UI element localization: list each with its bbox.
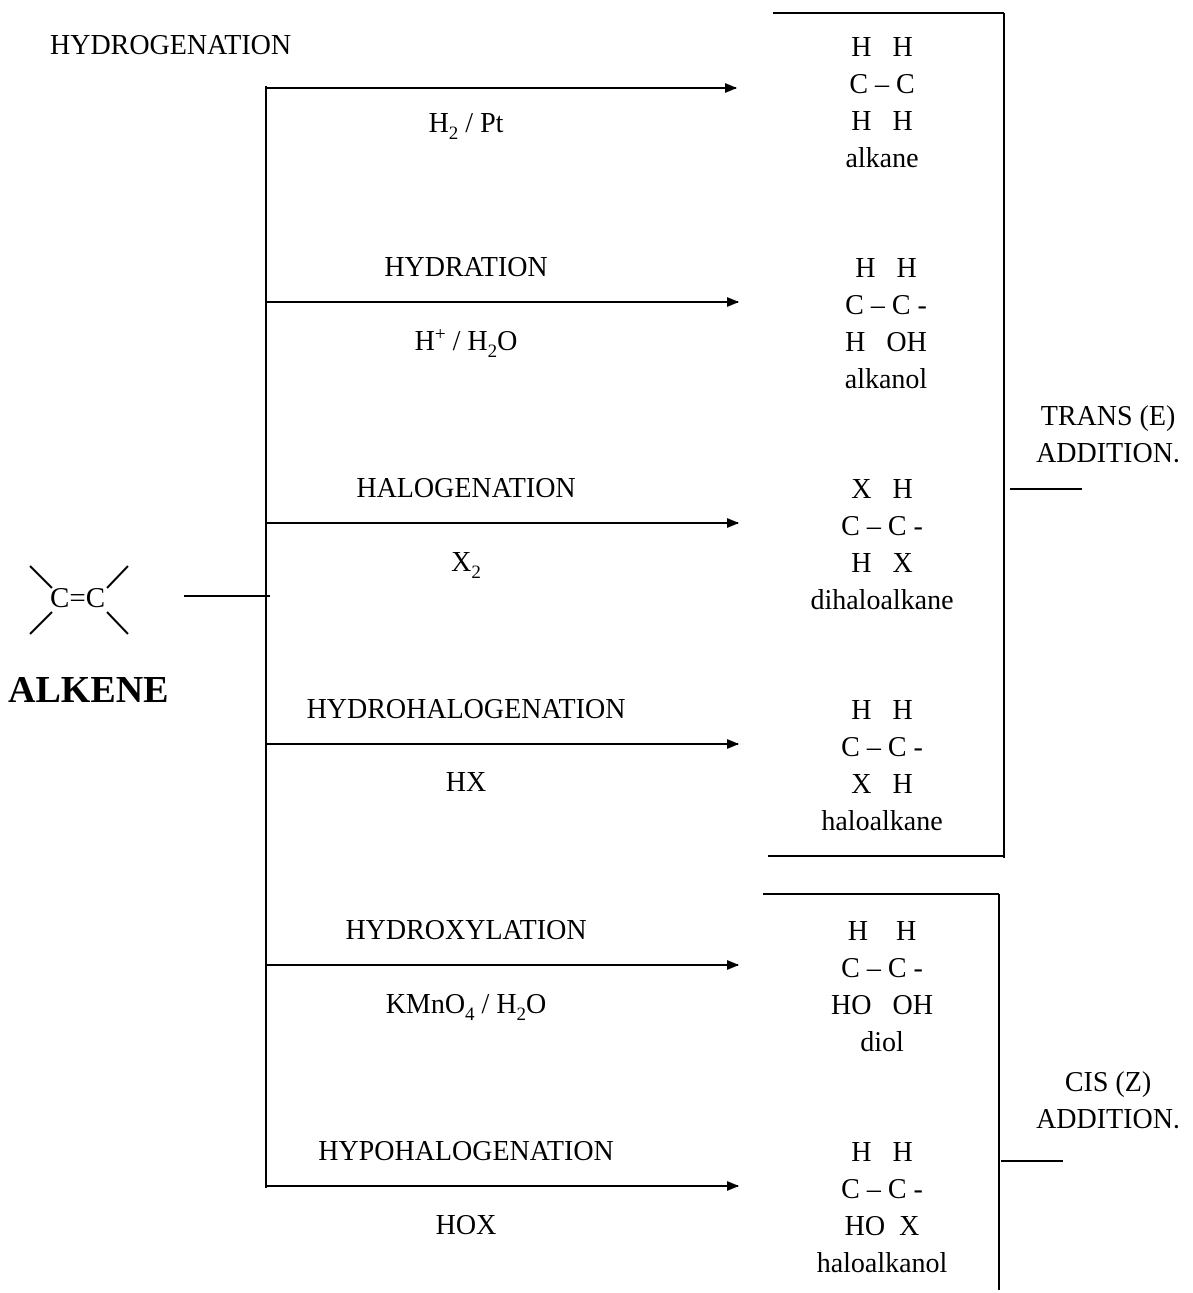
product-name: alkanol	[844, 364, 928, 395]
trans-label-line2: ADDITION.	[1036, 438, 1180, 469]
reagent-text: H	[428, 108, 449, 139]
reagent-text: O	[497, 326, 518, 357]
reagent-text: / H	[474, 989, 517, 1020]
alkene-formula: C=C	[50, 582, 106, 614]
reagent-text: H	[414, 326, 435, 357]
product-name: haloalkanol	[816, 1248, 948, 1279]
product-middle-row: C – C -	[841, 511, 923, 542]
product-bottom-row: H H	[851, 106, 913, 137]
reagent-hypohalogenation: HOX	[266, 1210, 666, 1242]
reaction-name-hydrohalogenation: HYDROHALOGENATION	[306, 694, 626, 725]
reagent-text: / Pt	[458, 108, 504, 139]
reagent-text: HX	[445, 767, 487, 798]
product-bottom-row: HO X	[844, 1211, 920, 1242]
reagent-halogenation: X2	[266, 547, 666, 582]
product-bottom-row: H X	[851, 548, 913, 579]
product-bottom-row: X H	[851, 769, 913, 800]
reagent-text: HOX	[435, 1210, 497, 1241]
reagent-text: / H	[445, 326, 488, 357]
product-name: haloalkane	[821, 806, 943, 837]
reagent-text: O	[526, 989, 547, 1020]
reaction-name-hydration: HYDRATION	[384, 252, 548, 283]
product-middle-row: C – C -	[841, 1174, 923, 1205]
reagent-subscript: 4	[465, 1004, 475, 1025]
product-alkane: H H C – C H H alkane	[772, 29, 992, 177]
product-dihaloalkane: X H C – C - H X dihaloalkane	[772, 471, 992, 619]
reagent-text: X	[451, 547, 472, 578]
reaction-name-hydrogenation: HYDROGENATION	[50, 30, 292, 61]
product-top-row: H H	[847, 916, 917, 947]
alkene-bond-lower-left	[29, 611, 53, 635]
alkene-bond-lower-right	[106, 611, 129, 635]
product-bottom-row: H OH	[845, 327, 927, 358]
product-diol: H H C – C - HO OH diol	[772, 913, 992, 1061]
reagent-hydration: H+ / H2O	[266, 324, 666, 361]
alkene-bond-upper-right	[106, 565, 129, 589]
product-top-row: H H	[851, 1137, 913, 1168]
reagent-subscript: 2	[471, 562, 481, 583]
reaction-name-halogenation: HALOGENATION	[356, 473, 576, 504]
product-alkanol: H H C – C - H OH alkanol	[776, 250, 996, 398]
reagent-subscript: 2	[516, 1004, 527, 1025]
product-top-row: H H	[855, 253, 917, 284]
product-top-row: H H	[851, 695, 913, 726]
cis-addition-label: CIS (Z) ADDITION.	[1026, 1064, 1190, 1138]
product-haloalkanol: H H C – C - HO X haloalkanol	[772, 1134, 992, 1282]
product-middle-row: C – C -	[841, 732, 923, 763]
alkene-label: ALKENE	[8, 669, 169, 711]
reagent-hydrohalogenation: HX	[266, 767, 666, 799]
reagent-text: KMnO	[385, 989, 466, 1020]
alkene-bond-upper-left	[29, 565, 53, 589]
product-haloalkane: H H C – C - X H haloalkane	[772, 692, 992, 840]
trans-label-line1: TRANS (E)	[1040, 401, 1176, 432]
reagent-hydroxylation: KMnO4 / H2O	[266, 989, 666, 1024]
reagent-hydrogenation: H2 / Pt	[266, 108, 666, 143]
reagent-subscript: 2	[448, 123, 459, 144]
trans-addition-label: TRANS (E) ADDITION.	[1026, 398, 1190, 472]
product-name: diol	[860, 1027, 904, 1058]
reaction-name-hypohalogenation: HYPOHALOGENATION	[318, 1136, 614, 1167]
product-name: alkane	[845, 143, 919, 174]
product-middle-row: C – C -	[845, 290, 927, 321]
cis-label-line2: ADDITION.	[1036, 1104, 1180, 1135]
reaction-name-hydroxylation: HYDROXYLATION	[345, 915, 587, 946]
reagent-subscript: 2	[487, 341, 498, 362]
cis-label-line1: CIS (Z)	[1064, 1067, 1152, 1098]
reagent-superscript: +	[434, 324, 446, 345]
product-top-row: X H	[851, 474, 913, 505]
product-middle-row: C – C	[849, 69, 915, 100]
product-name: dihaloalkane	[810, 585, 954, 616]
product-middle-row: C – C -	[841, 953, 923, 984]
product-top-row: H H	[851, 32, 913, 63]
product-bottom-row: HO OH	[831, 990, 933, 1021]
